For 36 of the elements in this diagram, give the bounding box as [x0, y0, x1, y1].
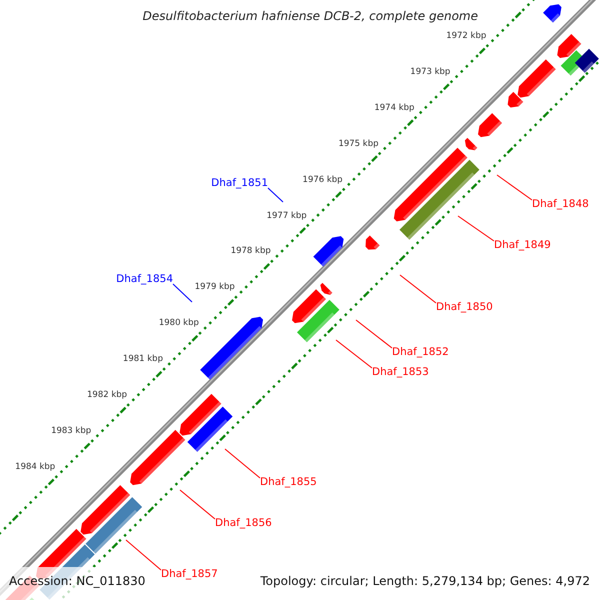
leader-line	[126, 540, 162, 570]
gene-label: Dhaf_1850	[436, 302, 493, 314]
scale-tick-label: 1974 kbp	[374, 102, 414, 113]
leader-line	[180, 490, 216, 520]
scale-tick-label: 1977 kbp	[266, 210, 307, 221]
gene-label: Dhaf_1849	[494, 240, 551, 252]
gene-label: Dhaf_1857	[161, 569, 218, 581]
leader-line	[356, 320, 392, 348]
scale-tick-label: 1982 kbp	[87, 390, 128, 400]
scale-tick-label: 1976 kbp	[302, 174, 343, 185]
gene-label: Dhaf_1848	[532, 199, 589, 211]
leader-line	[224, 448, 260, 478]
leader-line	[458, 216, 494, 242]
scale-tick-label: 1979 kbp	[194, 282, 235, 292]
scale-tick-label: 1980 kbp	[158, 318, 199, 328]
scale-tick-label: 1983 kbp	[51, 426, 92, 436]
scale-tick-label: 1978 kbp	[230, 246, 271, 256]
gene-label: Dhaf_1856	[215, 518, 272, 530]
scale-tick-label: 1973 kbp	[410, 66, 450, 77]
genome-info-text: Topology: circular; Length: 5,279,134 bp; Genes: 4,972	[260, 574, 590, 588]
leader-line	[400, 274, 436, 304]
leader-line	[496, 174, 532, 200]
diagram-title: Desulfitobacterium hafniense DCB-2, complete genome	[142, 9, 478, 23]
scale-tick-label: 1984 kbp	[15, 462, 56, 472]
leader-line	[336, 340, 372, 368]
leader-line	[268, 188, 284, 202]
accession-text: Accession: NC_011830	[9, 574, 146, 588]
leader-line	[172, 284, 192, 302]
scale-tick-label: 1975 kbp	[338, 138, 378, 149]
gene-label: Dhaf_1854	[116, 274, 173, 286]
gene-label: Dhaf_1851	[211, 178, 268, 190]
scale-tick-label: 1972 kbp	[446, 30, 486, 41]
gene-label: Dhaf_1853	[372, 367, 429, 379]
gene-label: Dhaf_1855	[260, 477, 317, 489]
scale-tick-label: 1981 kbp	[122, 354, 163, 364]
gene-label: Dhaf_1852	[392, 347, 449, 359]
